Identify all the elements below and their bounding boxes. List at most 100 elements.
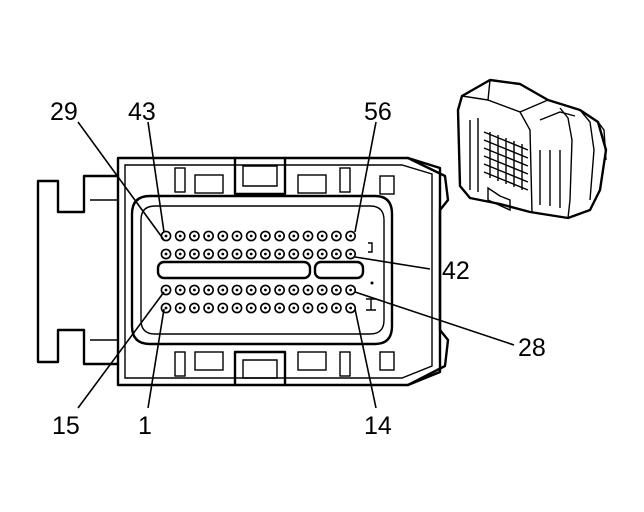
pin-cavity-44 (174, 230, 186, 242)
pin-cavity-15 (160, 284, 172, 296)
pin-cavity-22 (259, 284, 271, 296)
pin-contact-11 (306, 306, 310, 310)
pin-cavity-19 (217, 284, 229, 296)
perspective-pin-grid (483, 131, 529, 191)
pin-contact-27 (335, 288, 338, 292)
leader-56 (354, 121, 377, 233)
pin-contact-4 (207, 306, 211, 310)
pin-cavity-6 (231, 302, 243, 314)
pin-cavity-37 (274, 248, 285, 260)
pin-contact-15 (164, 288, 168, 292)
pin-labels: 29 43 56 42 28 15 1 14 (50, 98, 546, 440)
pin-cavity-49 (245, 230, 257, 242)
label-pin-15: 15 (52, 412, 80, 440)
pin-cavity-28 (345, 284, 356, 296)
pin-cavity-56 (345, 230, 356, 242)
pin-contact-47 (221, 234, 225, 238)
mounting-bracket (36, 174, 120, 366)
pin-cavity-40 (316, 248, 328, 260)
pin-cavity-51 (274, 230, 285, 242)
pin-contact-22 (264, 288, 267, 292)
pin-contact-16 (178, 288, 182, 292)
pin-cavity-52 (288, 230, 300, 242)
pin-cavity-54 (316, 230, 328, 242)
pin-contact-55 (335, 234, 338, 238)
pin-contact-56 (349, 234, 352, 238)
pin-contact-26 (320, 288, 324, 292)
pin-contact-20 (235, 288, 239, 292)
leader-14 (354, 308, 377, 409)
pin-cavities (160, 230, 356, 314)
pin-cavity-35 (245, 248, 257, 260)
label-pin-29: 29 (50, 98, 78, 126)
pin-cavity-16 (174, 284, 186, 296)
pin-cavity-20 (231, 284, 243, 296)
pin-cavity-53 (302, 230, 314, 242)
pin-contact-50 (264, 234, 267, 238)
pin-contact-38 (292, 252, 296, 256)
pin-contact-48 (235, 234, 239, 238)
pin-cavity-3 (188, 302, 200, 314)
leader-28 (354, 291, 515, 346)
pin-contact-45 (193, 234, 196, 238)
pin-cavity-14 (345, 302, 356, 314)
pin-contact-33 (221, 252, 225, 256)
pin-contact-36 (264, 252, 267, 256)
leader-43 (147, 121, 165, 233)
pin-contact-52 (292, 234, 296, 238)
pin-contact-19 (221, 288, 225, 292)
pin-contact-43 (164, 234, 168, 238)
pin-cavity-36 (259, 248, 271, 260)
pin-contact-13 (335, 306, 338, 310)
pin-cavity-47 (217, 230, 229, 242)
pin-cavity-13 (330, 302, 342, 314)
pin-cavity-41 (330, 248, 342, 260)
pin-cavity-50 (259, 230, 271, 242)
pin-contact-29 (164, 252, 168, 256)
pin-cavity-5 (217, 302, 229, 314)
connector-perspective-view (456, 78, 608, 220)
pin-cavity-4 (203, 302, 214, 314)
pin-cavity-29 (160, 248, 172, 260)
pin-cavity-42 (345, 248, 356, 260)
connector-body (116, 156, 450, 387)
pin-contact-14 (349, 306, 352, 310)
pin-contact-23 (278, 288, 281, 292)
pin-contact-28 (349, 288, 352, 292)
pin-contact-10 (292, 306, 296, 310)
pin-contact-18 (207, 288, 211, 292)
pin-contact-39 (306, 252, 310, 256)
pin-contact-9 (278, 306, 281, 310)
pin-contact-3 (193, 306, 196, 310)
pin-contact-21 (249, 288, 253, 292)
pin-cavity-25 (302, 284, 314, 296)
pin-contact-30 (178, 252, 182, 256)
pin-contact-25 (306, 288, 310, 292)
pin-cavity-11 (302, 302, 314, 314)
pin-contact-35 (249, 252, 253, 256)
pin-contact-49 (249, 234, 253, 238)
pin-cavity-17 (188, 284, 200, 296)
pin-contact-40 (320, 252, 324, 256)
pin-contact-8 (264, 306, 267, 310)
pin-contact-5 (221, 306, 225, 310)
pin-contact-46 (207, 234, 211, 238)
pin-cavity-34 (231, 248, 243, 260)
pin-contact-12 (320, 306, 324, 310)
pin-cavity-18 (203, 284, 214, 296)
pin-cavity-1 (160, 302, 172, 314)
pin-contact-6 (235, 306, 239, 310)
pin-cavity-27 (330, 284, 342, 296)
pin-cavity-8 (259, 302, 271, 314)
pin-cavity-24 (288, 284, 300, 296)
label-pin-1: 1 (138, 412, 152, 440)
pin-cavity-31 (188, 248, 200, 260)
pin-contact-32 (207, 252, 211, 256)
label-pin-43: 43 (128, 98, 156, 126)
pin-cavity-2 (174, 302, 186, 314)
pin-contact-44 (178, 234, 182, 238)
pin-cavity-33 (217, 248, 229, 260)
pin-cavity-26 (316, 284, 328, 296)
pin-cavity-48 (231, 230, 243, 242)
